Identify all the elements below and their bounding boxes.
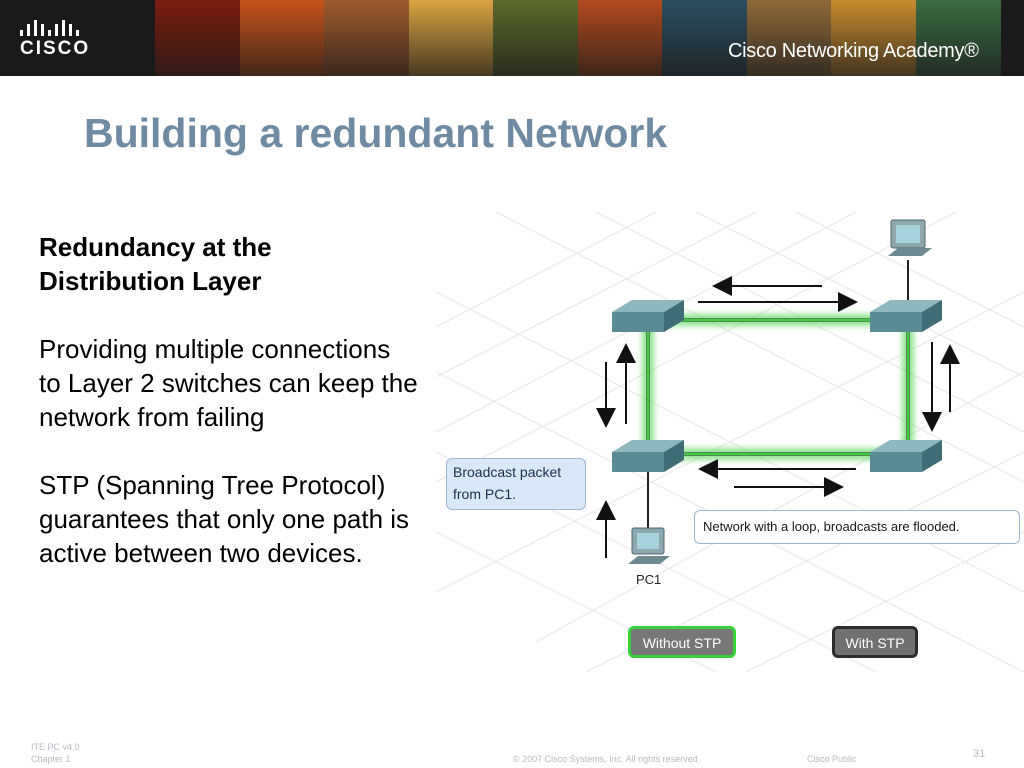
broadcast-callout: Broadcast packet from PC1. xyxy=(446,458,586,510)
pc1 xyxy=(628,527,670,564)
cisco-logo xyxy=(20,20,79,36)
header-photo-panel xyxy=(408,0,494,76)
header-photo-panel xyxy=(577,0,663,76)
footer-course: ITE PC v4.0 xyxy=(31,742,80,752)
switch-bottom-right xyxy=(870,440,942,472)
page-number: 31 xyxy=(973,748,986,760)
loop-callout: Network with a loop, broadcasts are floo… xyxy=(694,510,1020,544)
footer-classification: Cisco Public xyxy=(807,754,857,764)
network-diagram xyxy=(436,212,1024,672)
switch-top-left xyxy=(612,300,684,332)
header-photo-panel xyxy=(662,0,748,76)
switch-top-right xyxy=(870,300,942,332)
paragraph-redundancy: Providing multiple connections to Layer … xyxy=(39,334,418,432)
with-stp-button[interactable]: With STP xyxy=(832,626,918,658)
slide-title: Building a redundant Network xyxy=(84,110,668,156)
header-photo-panel xyxy=(831,0,917,76)
footer-copyright: © 2007 Cisco Systems, Inc. All rights re… xyxy=(513,754,701,764)
header-photo-panel xyxy=(493,0,579,76)
pc1-label: PC1 xyxy=(636,572,662,587)
header-photo-panel xyxy=(746,0,832,76)
header-photo-panel xyxy=(324,0,410,76)
slide-body: Redundancy at the Distribution Layer Pro… xyxy=(39,230,419,604)
pc-top-right xyxy=(888,219,932,256)
redundant-links xyxy=(642,260,914,532)
section-heading: Redundancy at the Distribution Layer xyxy=(39,232,272,296)
cisco-wordmark: CISCO xyxy=(20,38,91,59)
header-photo-panel xyxy=(239,0,325,76)
header-photo-panel xyxy=(155,0,241,76)
academy-brand: Cisco Networking Academy® xyxy=(728,40,979,62)
header-photo-panel xyxy=(915,0,1001,76)
switch-bottom-left xyxy=(612,440,684,472)
header-banner: CISCO Cisco Networking Academy® xyxy=(0,0,1024,76)
without-stp-button[interactable]: Without STP xyxy=(628,626,736,658)
paragraph-stp: STP (Spanning Tree Protocol) guarantees … xyxy=(39,470,410,568)
traffic-arrows xyxy=(596,276,960,558)
footer-course-info: ITE PC v4.0 Chapter 1 xyxy=(31,741,80,765)
footer-chapter: Chapter 1 xyxy=(31,754,71,764)
